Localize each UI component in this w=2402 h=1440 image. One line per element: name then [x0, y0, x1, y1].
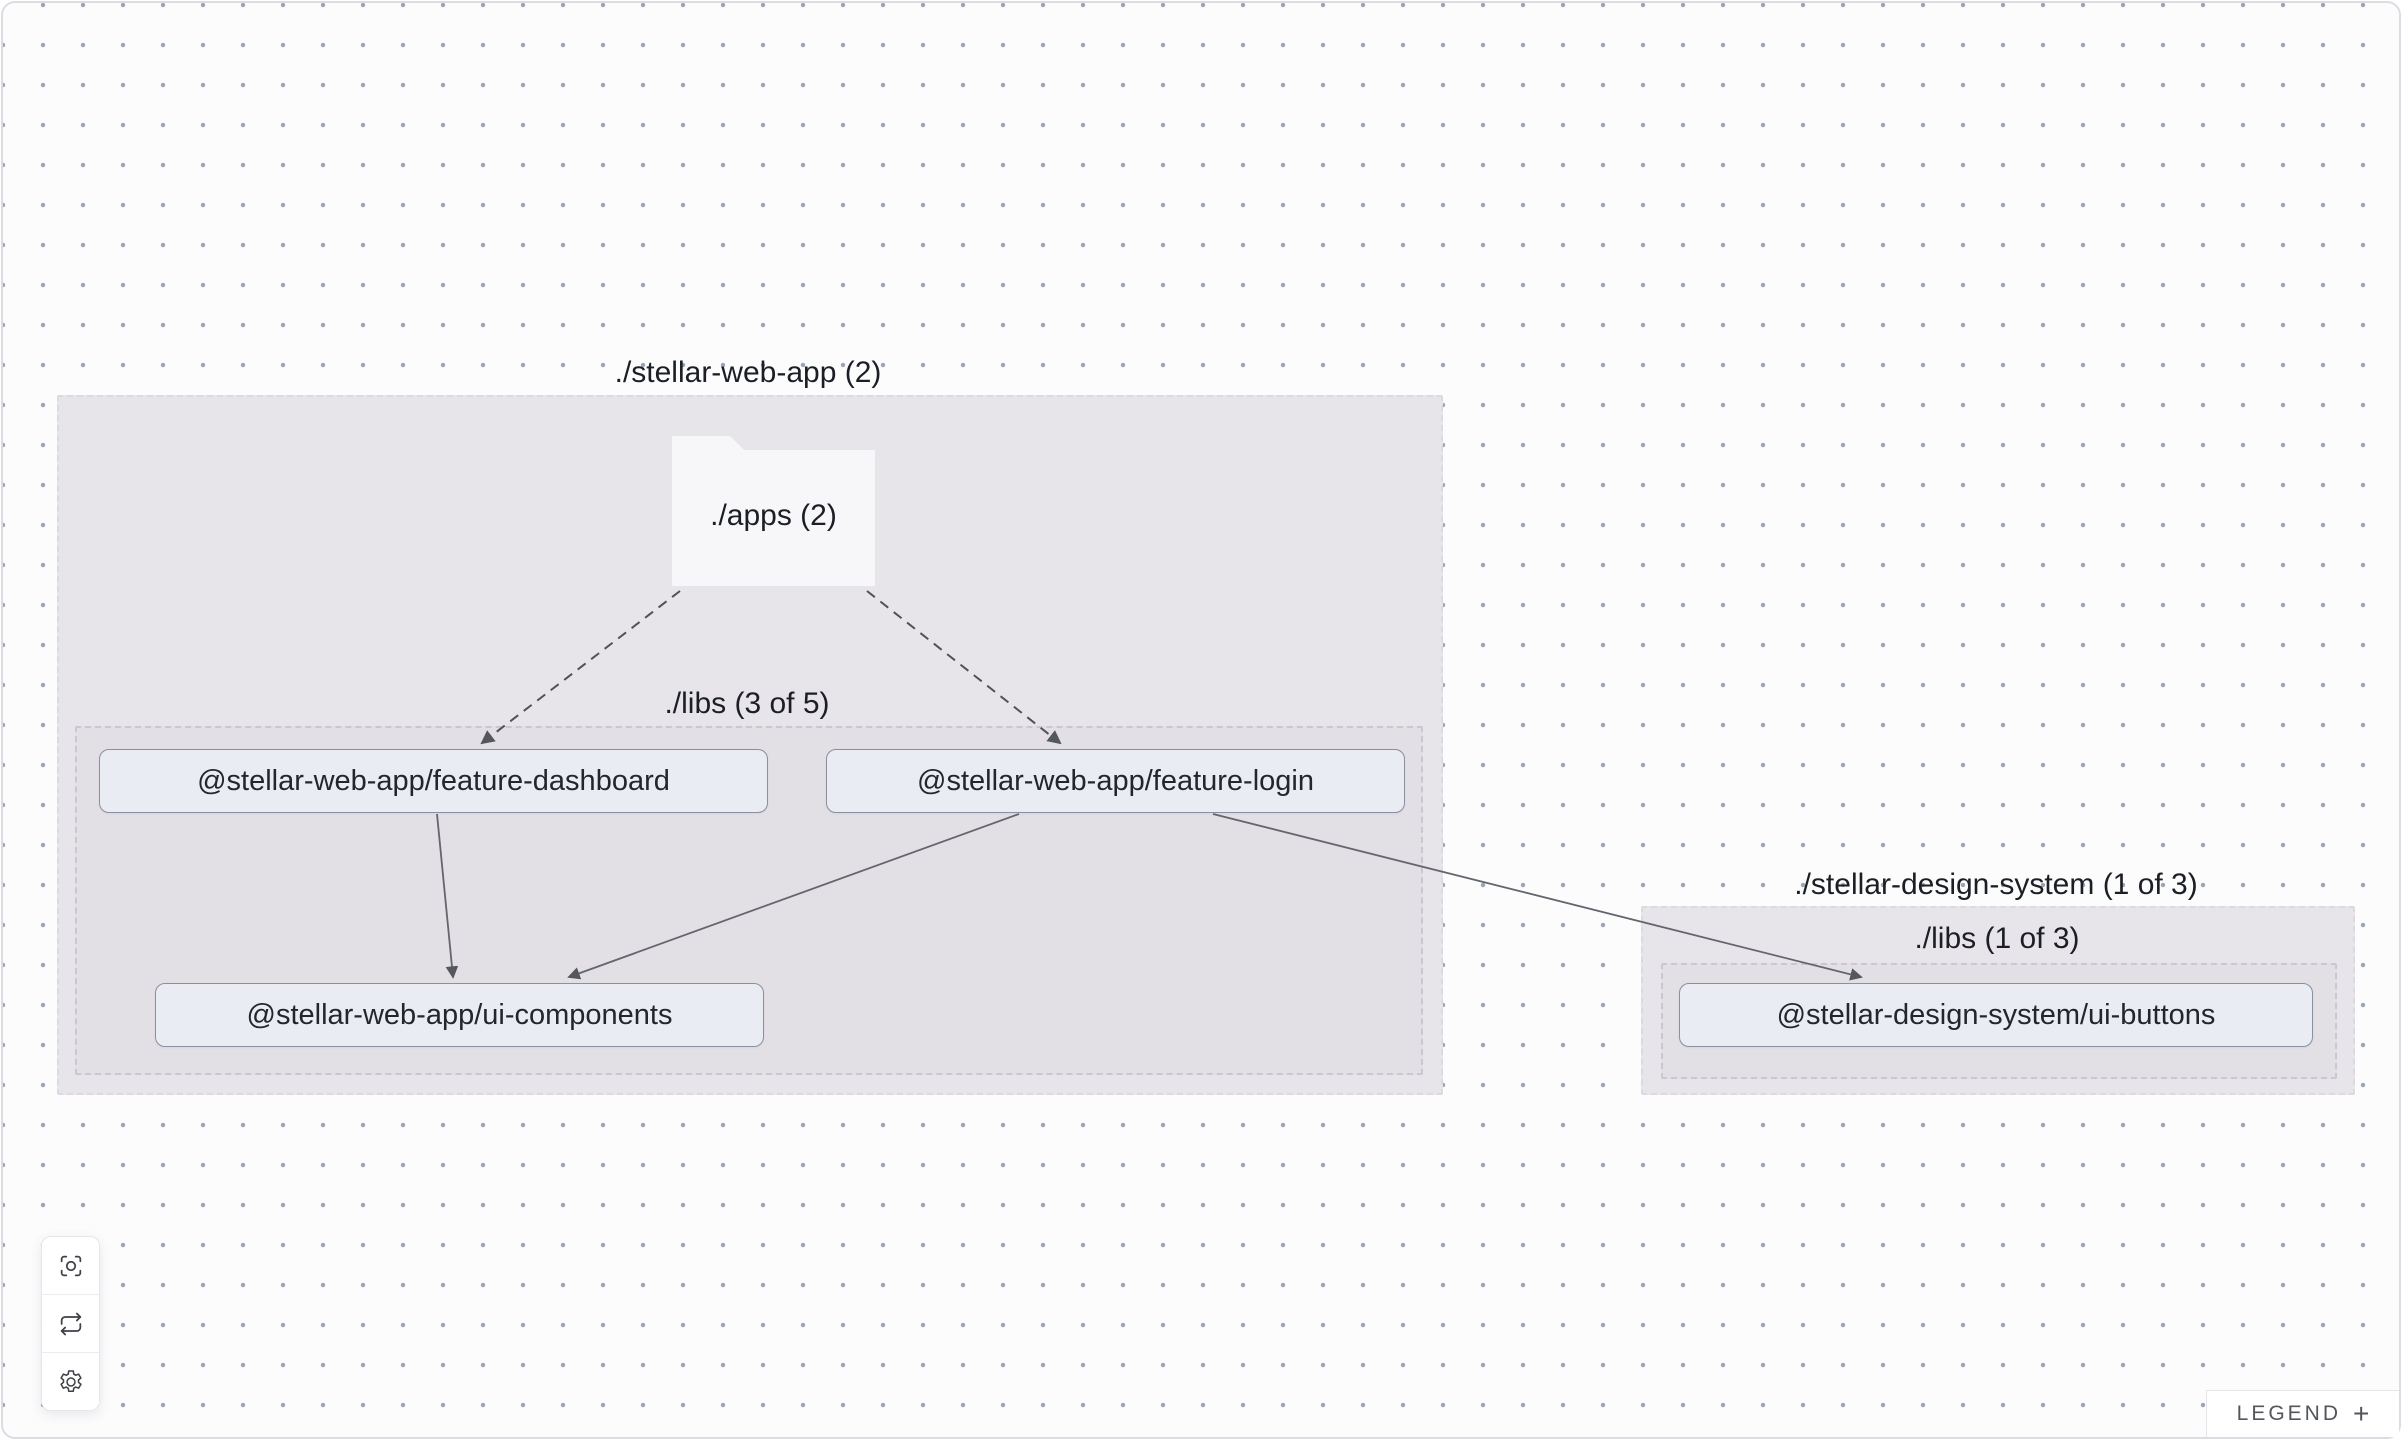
center-graph-button[interactable]	[42, 1237, 99, 1294]
project-node-ui-buttons[interactable]: @stellar-design-system/ui-buttons	[1679, 983, 2313, 1047]
group-label-stellar-design-system: ./stellar-design-system (1 of 3)	[1794, 868, 2198, 901]
project-node-feature-login[interactable]: @stellar-web-app/feature-login	[826, 749, 1405, 813]
project-node-ui-components-label: @stellar-web-app/ui-components	[246, 998, 673, 1031]
plus-icon: +	[2353, 1398, 2370, 1429]
folder-node-apps[interactable]: ./apps (2)	[672, 436, 875, 586]
settings-button[interactable]	[42, 1352, 99, 1410]
gear-icon	[59, 1369, 82, 1392]
project-node-feature-dashboard[interactable]: @stellar-web-app/feature-dashboard	[99, 749, 768, 813]
folder-node-apps-label: ./apps (2)	[710, 499, 837, 532]
group-label-stellar-web-app: ./stellar-web-app (2)	[614, 356, 882, 389]
project-node-feature-login-label: @stellar-web-app/feature-login	[917, 764, 1314, 797]
legend-toggle[interactable]: LEGEND +	[2206, 1390, 2399, 1437]
focus-crosshair-icon	[60, 1255, 81, 1276]
project-node-feature-dashboard-label: @stellar-web-app/feature-dashboard	[197, 764, 670, 797]
graph-control-panel	[41, 1236, 100, 1411]
project-node-ui-buttons-label: @stellar-design-system/ui-buttons	[1776, 998, 2216, 1031]
project-node-ui-components[interactable]: @stellar-web-app/ui-components	[155, 983, 764, 1047]
group-label-libs-left: ./libs (3 of 5)	[664, 687, 830, 720]
legend-label: LEGEND	[2236, 1402, 2341, 1425]
refresh-graph-button[interactable]	[42, 1294, 99, 1352]
group-label-libs-right: ./libs (1 of 3)	[1914, 922, 2080, 955]
refresh-icon	[60, 1312, 81, 1335]
